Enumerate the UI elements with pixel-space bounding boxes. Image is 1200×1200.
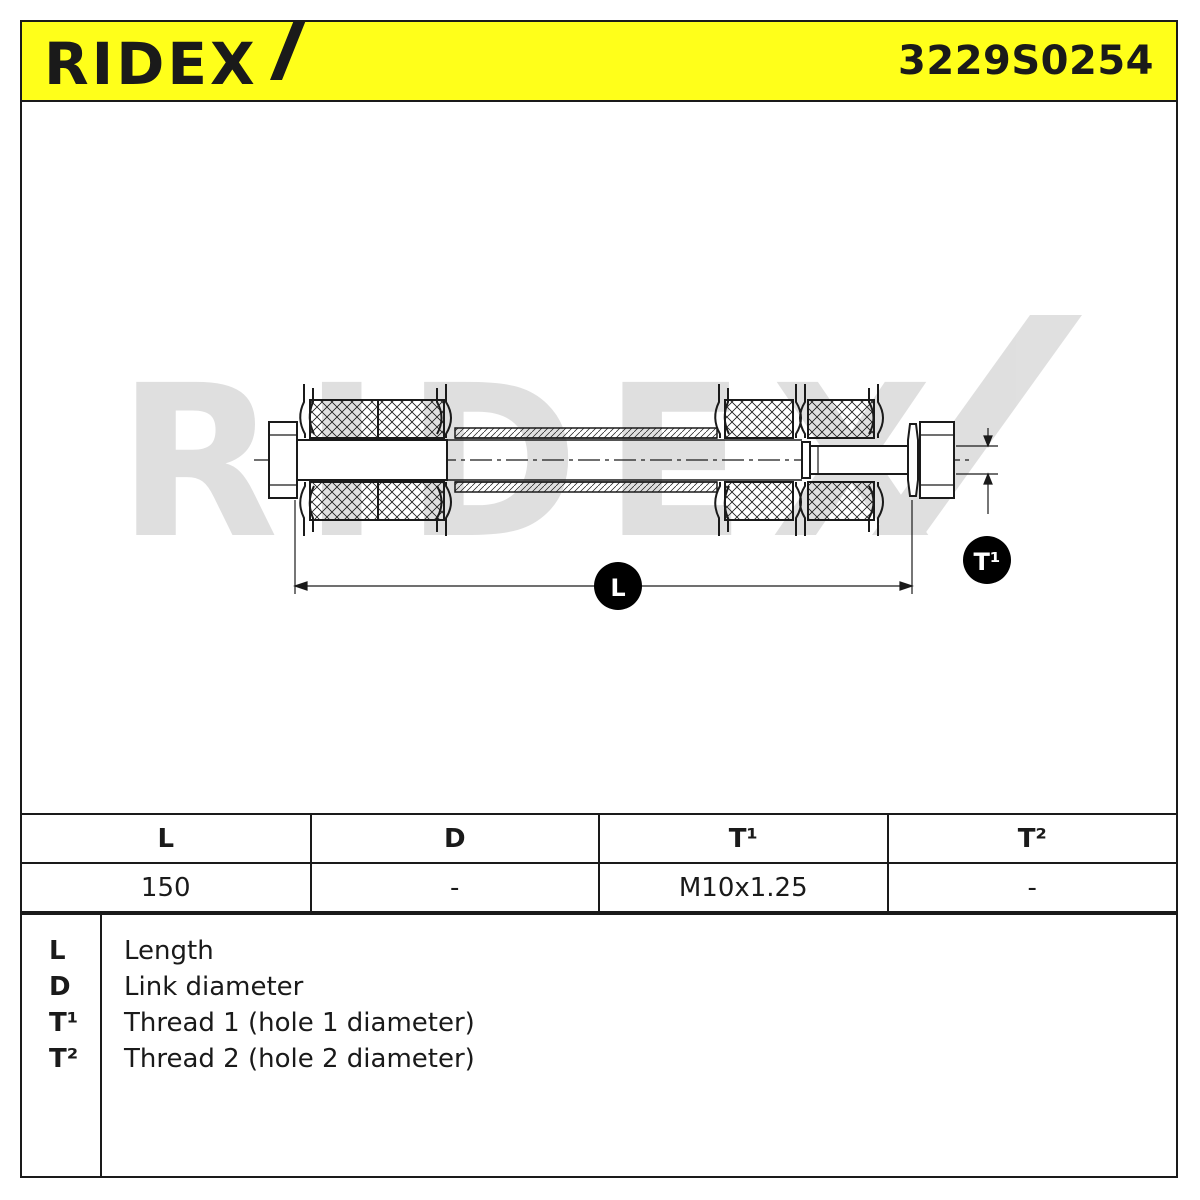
right-rubber-bushings	[724, 399, 875, 521]
legend-key: L	[49, 936, 66, 966]
spec-table-header-row: L D T¹ T²	[22, 815, 1176, 864]
spec-value-length: 150	[22, 862, 312, 913]
spec-header-diameter: D	[309, 815, 600, 864]
brand-logo-text: RIDEX	[44, 30, 258, 98]
spec-table: L D T¹ T² 150 - M10x1.25 -	[22, 815, 1176, 913]
left-bolt-head	[268, 421, 298, 499]
legend-label: Thread 2 (hole 2 diameter)	[124, 1044, 475, 1074]
thread1-marker	[963, 536, 1011, 584]
right-nut	[907, 421, 955, 499]
spec-header-length: L	[22, 815, 312, 864]
spec-value-thread2: -	[886, 862, 1176, 913]
watermark-text: RIDEX	[117, 340, 957, 585]
legend-key: D	[49, 972, 71, 1002]
spec-header-thread1: T¹	[598, 815, 889, 864]
spacer-sleeve	[447, 427, 802, 493]
part-number: 3229S0254	[898, 38, 1154, 84]
legend-keys: L D T¹ T²	[22, 915, 102, 1178]
threaded-stud	[801, 441, 921, 479]
spec-table-value-row: 150 - M10x1.25 -	[22, 862, 1176, 913]
header-bar: RIDEX 3229S0254	[22, 22, 1176, 102]
brand-logo: RIDEX	[44, 22, 306, 98]
legend-label: Thread 1 (hole 1 diameter)	[124, 1008, 475, 1038]
spec-value-thread1: M10x1.25	[598, 862, 889, 913]
legend: L D T¹ T² Length Link diameter Thread 1 …	[22, 913, 1176, 1178]
left-rubber-bushings	[309, 399, 445, 521]
legend-key: T²	[49, 1044, 79, 1074]
length-marker	[594, 562, 642, 610]
legend-label: Length	[124, 936, 214, 966]
bolt-shank-left	[296, 439, 448, 481]
thread-dimension	[956, 428, 998, 514]
spec-header-thread2: T²	[886, 815, 1176, 864]
legend-label: Link diameter	[124, 972, 304, 1002]
length-marker-label: L	[610, 574, 625, 602]
thread1-marker-label: T¹	[974, 548, 1001, 576]
technical-drawing: RIDEX	[22, 102, 1176, 815]
datasheet-frame: RIDEX 3229S0254 RIDEX	[20, 20, 1178, 1178]
drawing-canvas: RIDEX	[117, 315, 1082, 610]
legend-key: T¹	[49, 1008, 79, 1038]
legend-labels: Length Link diameter Thread 1 (hole 1 di…	[102, 915, 1176, 1077]
spec-value-diameter: -	[309, 862, 600, 913]
